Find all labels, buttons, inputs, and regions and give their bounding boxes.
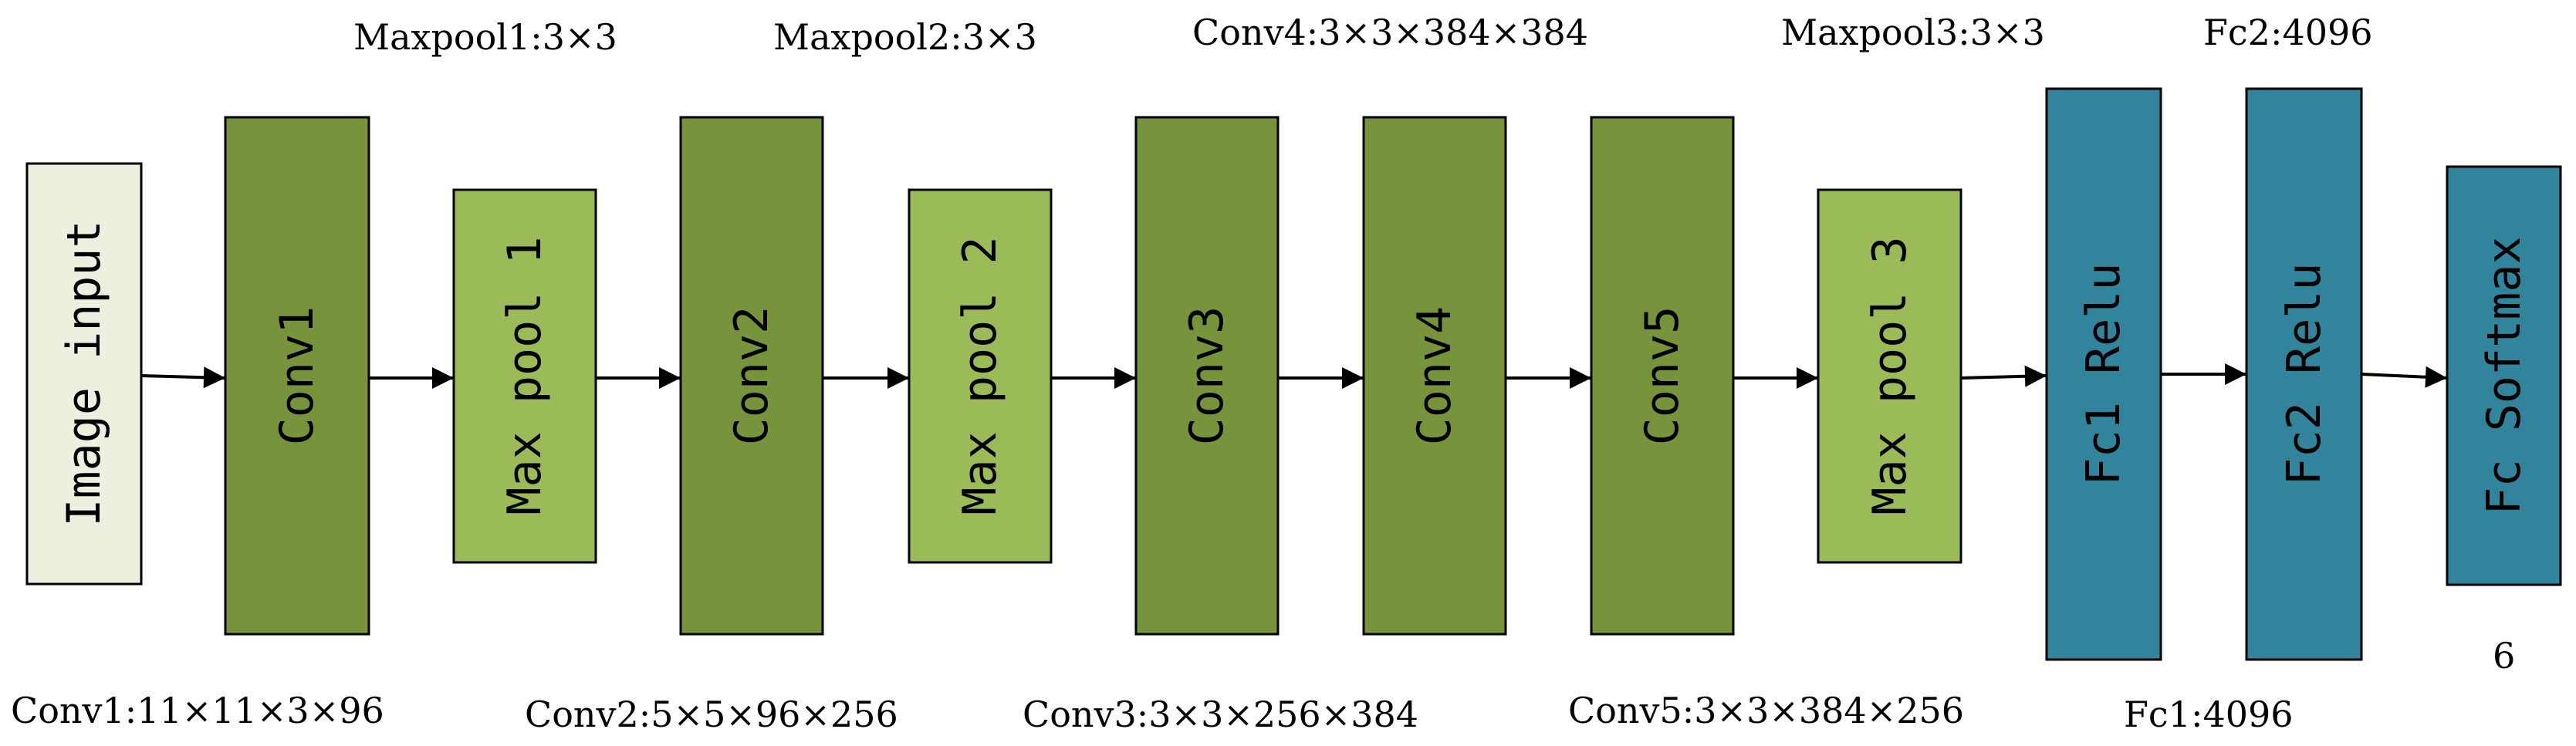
annotation-maxpool1: Maxpool1:3×3 bbox=[353, 16, 617, 58]
block-label: Max pool 2 bbox=[953, 236, 1007, 515]
block-fc1-relu: Fc1 Relu bbox=[2045, 87, 2162, 661]
block-fc2-relu: Fc2 Relu bbox=[2245, 87, 2363, 661]
block-label: Conv4 bbox=[1408, 306, 1462, 446]
arrow-input-to-conv1 bbox=[140, 366, 226, 389]
annotation-conv1: Conv1:11×11×3×96 bbox=[11, 690, 384, 731]
block-conv1: Conv1 bbox=[224, 116, 370, 636]
block-label: Fc2 Relu bbox=[2277, 263, 2331, 486]
block-image-input: Image input bbox=[25, 162, 143, 586]
block-maxpool2: Max pool 2 bbox=[908, 188, 1053, 564]
annotation-conv3: Conv3:3×3×256×384 bbox=[1023, 694, 1418, 735]
annotation-conv4: Conv4:3×3×384×384 bbox=[1192, 12, 1588, 53]
block-label: Max pool 3 bbox=[1863, 236, 1917, 515]
block-conv5: Conv5 bbox=[1590, 116, 1735, 636]
block-maxpool3: Max pool 3 bbox=[1817, 188, 1962, 564]
annotation-conv5: Conv5:3×3×384×256 bbox=[1568, 690, 1964, 731]
annotation-conv2: Conv2:5×5×96×256 bbox=[525, 694, 898, 735]
block-label: Conv5 bbox=[1635, 306, 1689, 446]
block-conv3: Conv3 bbox=[1134, 116, 1280, 636]
block-label: Max pool 1 bbox=[498, 236, 552, 515]
block-conv4: Conv4 bbox=[1362, 116, 1507, 636]
connectors bbox=[140, 363, 2448, 389]
block-label: Conv2 bbox=[725, 306, 779, 446]
block-label: Fc1 Relu bbox=[2077, 263, 2131, 486]
block-fc-softmax: Fc Softmax bbox=[2446, 165, 2562, 586]
block-label: Conv3 bbox=[1180, 306, 1234, 446]
annotation-maxpool3: Maxpool3:3×3 bbox=[1781, 12, 2045, 53]
annotation-maxpool2: Maxpool2:3×3 bbox=[773, 16, 1037, 58]
arrow-fc2-to-softmax bbox=[2361, 366, 2448, 388]
annotation-fc1: Fc1:4096 bbox=[2124, 694, 2294, 735]
annotation-output: 6 bbox=[2493, 635, 2515, 677]
block-label: Image input bbox=[57, 220, 111, 526]
block-maxpool1: Max pool 1 bbox=[452, 188, 597, 564]
annotation-fc2: Fc2:4096 bbox=[2203, 12, 2373, 53]
layer-blocks: Image input Conv1 Max pool 1 Conv2 Max p… bbox=[25, 87, 2562, 661]
block-conv2: Conv2 bbox=[679, 116, 824, 636]
block-label: Conv1 bbox=[270, 306, 324, 446]
block-label: Fc Softmax bbox=[2477, 236, 2531, 515]
annotations: Maxpool1:3×3 Maxpool2:3×3 Conv4:3×3×384×… bbox=[11, 12, 2515, 735]
arrow-maxpool3-to-fc1 bbox=[1960, 365, 2047, 387]
